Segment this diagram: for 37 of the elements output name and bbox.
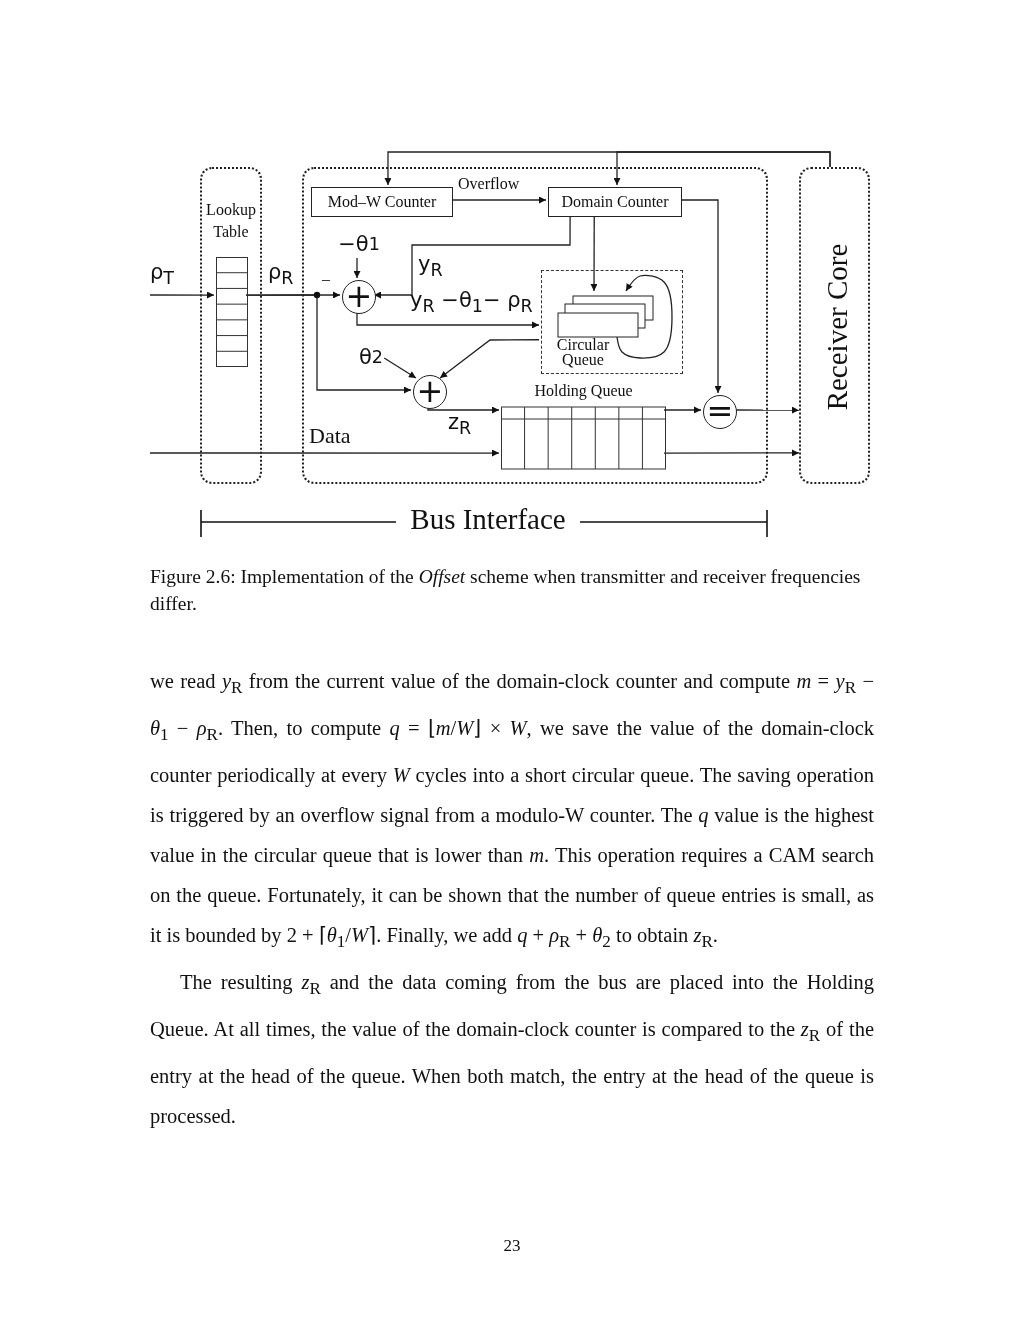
edge-label: Data	[309, 423, 351, 449]
counter-box: Domain Counter	[548, 187, 682, 217]
edge-label: y$_{R}$ −θ$_{1}$− ρ$_{R}$	[410, 288, 533, 317]
counter-box: Mod–W Counter	[311, 187, 453, 217]
arrow	[613, 151, 831, 186]
queue-title: Circular Queue	[555, 337, 611, 367]
figure-caption: Figure 2.6: Implementation of the Offset scheme when transmitter and receiver frequencies differ.	[150, 565, 862, 616]
band-title: Receiver Core	[819, 242, 853, 413]
comparator-node: =	[703, 395, 737, 429]
queue-region	[541, 270, 683, 374]
queue-title: Holding Queue	[533, 382, 634, 400]
page-number: 23	[502, 1236, 522, 1256]
bracket-label: Bus Interface	[409, 503, 567, 536]
arrow	[427, 406, 500, 414]
arrow	[616, 274, 673, 359]
arrow	[149, 291, 215, 299]
adder-node: +	[342, 280, 376, 314]
arrow	[439, 339, 540, 379]
receiver-band	[799, 167, 870, 484]
edge-label: Overflow	[458, 175, 520, 193]
body-paragraph: we read y$_{R}$ from the current value of the domain-clock counter and compute m = y$_{R}$ − θ$_{1}$ − ρ$_{R}$. Then, to compute q = ⌊m/W⌋ × W, we save the value of the domain-clock counter periodically at every W cycles into a short circular queue. The saving operation is triggered by an overflow signal from a modulo-W counter. The q value is the highest value in the circular queue that is lower than m. This operation requires a CAM search on the queue. Fortunately, it can be shown that the number of queue entries is small, as it is bounded by 2 + ⌈θ$_{1}$/W⌉. Finally, we add q + ρ$_{R}$ + θ$_{2}$ to obtain z$_{R}$.	[150, 669, 874, 954]
edge-label: ρ$_{R}$	[268, 260, 294, 289]
adder-node: +	[413, 375, 447, 409]
arrow	[245, 294, 412, 394]
edge-label: z$_{R}$	[448, 410, 472, 439]
lookup-band	[200, 167, 262, 484]
edge-label: ρ$_{T}$	[150, 260, 175, 289]
body-paragraph: The resulting z$_{R}$ and the data coming from the bus are placed into the Holding Queue. At all times, the value of the domain-clock counter is compared to the z$_{R}$ of the entry at the head of the queue. When both match, the entry at the head of the queue is processed.	[150, 970, 874, 1130]
sign-label: –	[322, 270, 331, 288]
band-title: Lookup Table	[205, 200, 257, 242]
interface-band	[302, 167, 768, 484]
arrow	[383, 357, 417, 379]
edge-label: y$_{R}$	[418, 252, 443, 281]
arrow	[663, 449, 800, 457]
arrow	[353, 257, 361, 279]
arrow	[149, 449, 500, 457]
arrow	[663, 406, 702, 414]
